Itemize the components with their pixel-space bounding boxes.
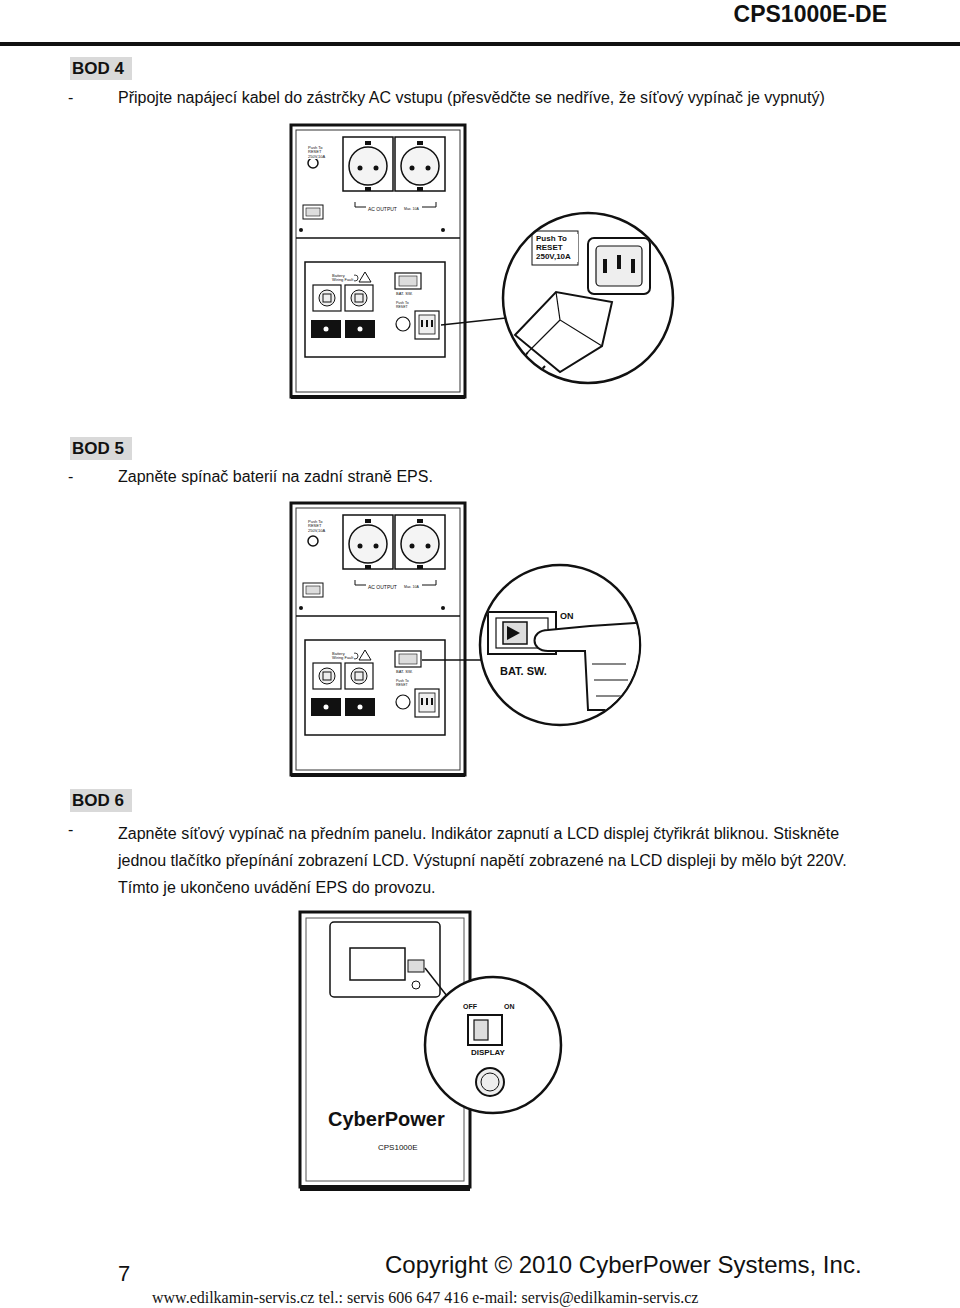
step-heading: BOD 6 <box>70 789 132 812</box>
step-heading: BOD 4 <box>70 57 132 80</box>
step-heading-box: BOD 5 <box>70 437 132 460</box>
panel-marking: BAT. SW. <box>396 292 413 296</box>
panel-marking: Push To RESET 250V,10A <box>308 146 332 159</box>
panel-marking: Battery Wiring Fault <box>332 274 354 283</box>
list-dash: - <box>68 820 73 839</box>
step-heading-box: BOD 6 <box>70 789 132 812</box>
copyright-line: Copyright © 2010 CyberPower Systems, Inc… <box>385 1252 862 1278</box>
panel-marking: Push To RESET <box>396 680 412 688</box>
zoom-marking: ON <box>504 1003 515 1011</box>
panel-marking: Push To RESET <box>396 302 412 310</box>
model-name: CPS1000E <box>378 1144 418 1153</box>
zoom-marking: BAT. SW. <box>500 665 547 677</box>
footer-contact: www.edilkamin-servis.cz tel.: servis 606… <box>152 1289 698 1307</box>
zoom-marking: OFF <box>463 1003 477 1011</box>
brand-logo: CyberPower <box>328 1108 445 1130</box>
panel-marking: Push To RESET 250V,10A <box>308 520 332 533</box>
panel-marking: AC OUTPUT <box>368 207 397 213</box>
zoom-marking: ON <box>560 612 574 622</box>
page-header-title: CPS1000E-DE <box>734 1 887 28</box>
instruction-text: Zapněte spínač baterií na zadní straně E… <box>118 467 433 486</box>
panel-marking: Max. 10A <box>404 208 419 212</box>
zoom-marking: Push To RESET 250V,10A <box>536 234 578 262</box>
instruction-text: Zapněte síťový vypínač na předním panelu… <box>118 820 858 901</box>
panel-marking: Max. 10A <box>404 586 419 590</box>
instruction-text: Připojte napájecí kabel do zástrčky AC v… <box>118 88 825 107</box>
list-dash: - <box>68 88 73 107</box>
panel-marking: Battery Wiring Fault <box>332 652 354 661</box>
list-dash: - <box>68 467 73 486</box>
step-heading: BOD 5 <box>70 437 132 460</box>
step-heading-box: BOD 4 <box>70 57 132 80</box>
zoom-marking: DISPLAY <box>471 1049 505 1058</box>
page-number: 7 <box>118 1262 130 1286</box>
panel-marking: AC OUTPUT <box>368 585 397 591</box>
panel-marking: BAT. SW. <box>396 670 413 674</box>
